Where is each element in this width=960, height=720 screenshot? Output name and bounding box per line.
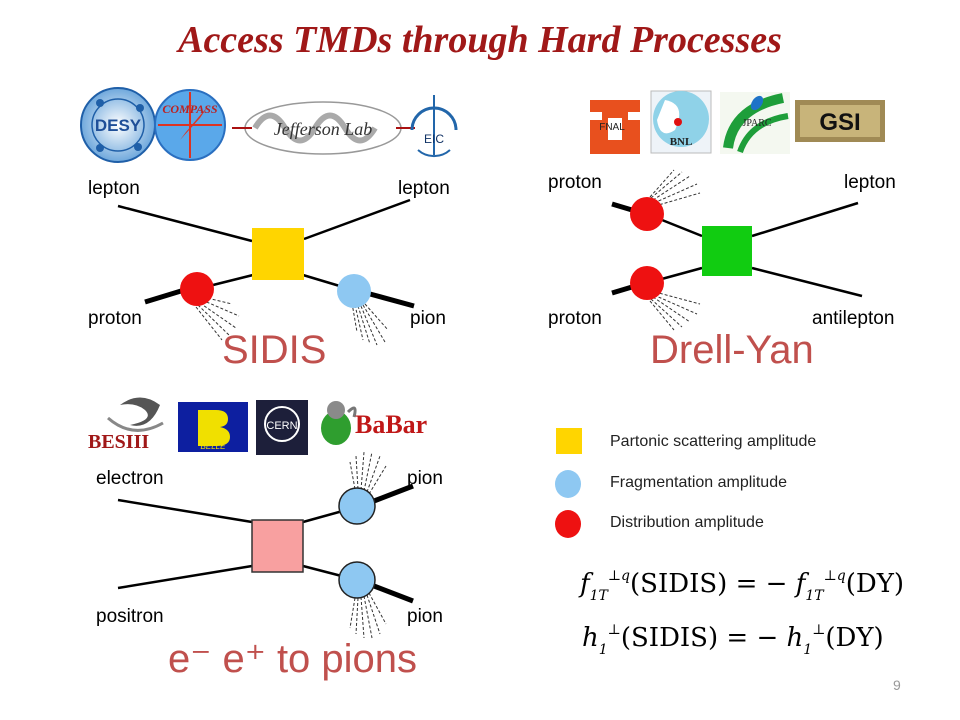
ee-pion-top-line [373, 483, 414, 504]
jparc-logo-text: JPARC [742, 118, 771, 129]
formula-f-symbol: f [580, 569, 590, 599]
babar-logo-text: BaBar [355, 410, 427, 439]
sidis-proton-remnants [195, 296, 240, 341]
formula-f-left: (SIDIS) = − [630, 569, 788, 599]
dy-lepton-label: lepton [844, 172, 896, 193]
sidis-fragmentation-circle [337, 274, 371, 308]
eic-logo-text: EIC [424, 132, 444, 146]
formula-f-superscript: ⊥q [607, 568, 631, 584]
jparc-logo: JPARC [720, 92, 790, 154]
cern-logo: CERN [256, 400, 308, 455]
sidis-lepton-in-line [117, 204, 253, 243]
dy-antilepton-label: antilepton [812, 308, 895, 329]
dy-lepton-line [751, 201, 859, 238]
dy-antilepton-line [751, 266, 863, 298]
babar-logo: BaBar [321, 401, 427, 445]
sidis-diagram [117, 198, 415, 346]
dy-proton-top-line [611, 201, 633, 213]
eic-logo: EIC [410, 95, 458, 158]
belle-logo: BELLE [178, 402, 248, 452]
compass-logo: COMPASS [154, 89, 226, 161]
sidis-pion-label: pion [410, 308, 446, 329]
sidis-pion-line [369, 291, 415, 309]
sidis-distribution-circle [180, 272, 214, 306]
fnal-logo-text: FNAL [599, 122, 625, 133]
ee-electron-label: electron [96, 468, 164, 489]
cern-logo-text: CERN [266, 420, 297, 432]
boer-mulders-relation-formula: h1⊥(SIDIS) = − h1⊥(DY) [582, 622, 884, 658]
besiii-logo: BESIII [88, 397, 164, 453]
formula-f-subscript: 1T [589, 588, 608, 604]
dy-distribution-circle-bottom [630, 266, 664, 300]
sidis-pion-fragments [351, 302, 389, 346]
page-number: 9 [893, 677, 901, 693]
sidis-proton-label: proton [88, 308, 142, 329]
ee-pion-top-label: pion [407, 468, 443, 489]
legend-partonic-label: Partonic scattering amplitude [610, 433, 817, 450]
sidis-lepton-out-line [303, 198, 411, 241]
dy-proton-bottom-label: proton [548, 308, 602, 329]
dy-partonic-box [702, 226, 752, 276]
sidis-process-label: SIDIS [222, 328, 327, 372]
page-title: Access TMDs through Hard Processes [178, 19, 782, 61]
sidis-lepton-in-label: lepton [88, 178, 140, 199]
fnal-logo: FNAL [590, 100, 640, 154]
dy-process-label: Drell-Yan [650, 328, 814, 372]
belle-logo-text: BELLE [201, 442, 227, 451]
ee-process-label: e⁻ e⁺ to pions [168, 637, 418, 681]
formula-h-superscript-rhs: ⊥ [812, 622, 826, 638]
formula-h-symbol-rhs: h [786, 623, 804, 653]
formula-f-superscript-rhs: ⊥q [823, 568, 846, 584]
ee-electron-line [117, 498, 253, 524]
formula-h-subscript: 1 [598, 642, 608, 658]
legend-distribution-circle [555, 510, 581, 538]
jlab-logo: Jefferson Lab [232, 101, 415, 155]
sidis-proton-line [144, 288, 182, 305]
dy-bottom-remnants [649, 291, 701, 331]
formula-h-subscript-rhs: 1 [803, 642, 813, 658]
desy-logo: DESY [80, 87, 156, 163]
dy-distribution-circle-top [630, 197, 664, 231]
dy-proton-bottom-line [611, 284, 633, 296]
besiii-logo-text: BESIII [88, 431, 149, 453]
ee-top-fragments [349, 451, 387, 495]
sidis-partonic-box [252, 228, 304, 280]
ee-diagram [117, 451, 414, 639]
bnl-logo-text: BNL [670, 136, 693, 148]
legend-fragmentation-label: Fragmentation amplitude [610, 474, 787, 491]
ee-partonic-box [251, 519, 304, 573]
formula-f-right: (DY) [845, 569, 904, 599]
desy-logo-text: DESY [95, 116, 142, 135]
ee-fragmentation-circle-bottom [338, 561, 376, 599]
ee-bottom-fragments [349, 592, 387, 639]
formula-h-superscript: ⊥ [607, 622, 621, 638]
ee-fragmentation-circle-top [338, 487, 376, 525]
drellyan-diagram [611, 169, 863, 331]
formula-h-right: (DY) [825, 623, 884, 653]
ee-positron-line [117, 564, 253, 590]
sivers-relation-formula: f1T⊥q(SIDIS) = − f1T⊥q(DY) [580, 568, 904, 604]
ee-positron-label: positron [96, 606, 164, 627]
formula-h-left: (SIDIS) = − [620, 623, 779, 653]
gsi-logo-text: GSI [819, 109, 860, 136]
gsi-logo: GSI [795, 100, 885, 142]
formula-h-symbol: h [582, 623, 599, 653]
bnl-logo: BNL [650, 90, 712, 154]
formula-f-subscript-rhs: 1T [805, 588, 824, 604]
ee-pion-bottom-label: pion [407, 606, 443, 627]
dy-top-remnants [649, 169, 701, 207]
legend-distribution-label: Distribution amplitude [610, 514, 764, 531]
dy-proton-top-label: proton [548, 172, 602, 193]
formula-f-symbol-rhs: f [795, 569, 806, 599]
legend-fragmentation-circle [555, 470, 581, 498]
legend-partonic-square [556, 428, 582, 454]
jlab-logo-text: Jefferson Lab [274, 119, 373, 139]
sidis-lepton-out-label: lepton [398, 178, 450, 199]
ee-pion-bottom-line [373, 583, 414, 604]
compass-logo-text: COMPASS [162, 102, 217, 116]
